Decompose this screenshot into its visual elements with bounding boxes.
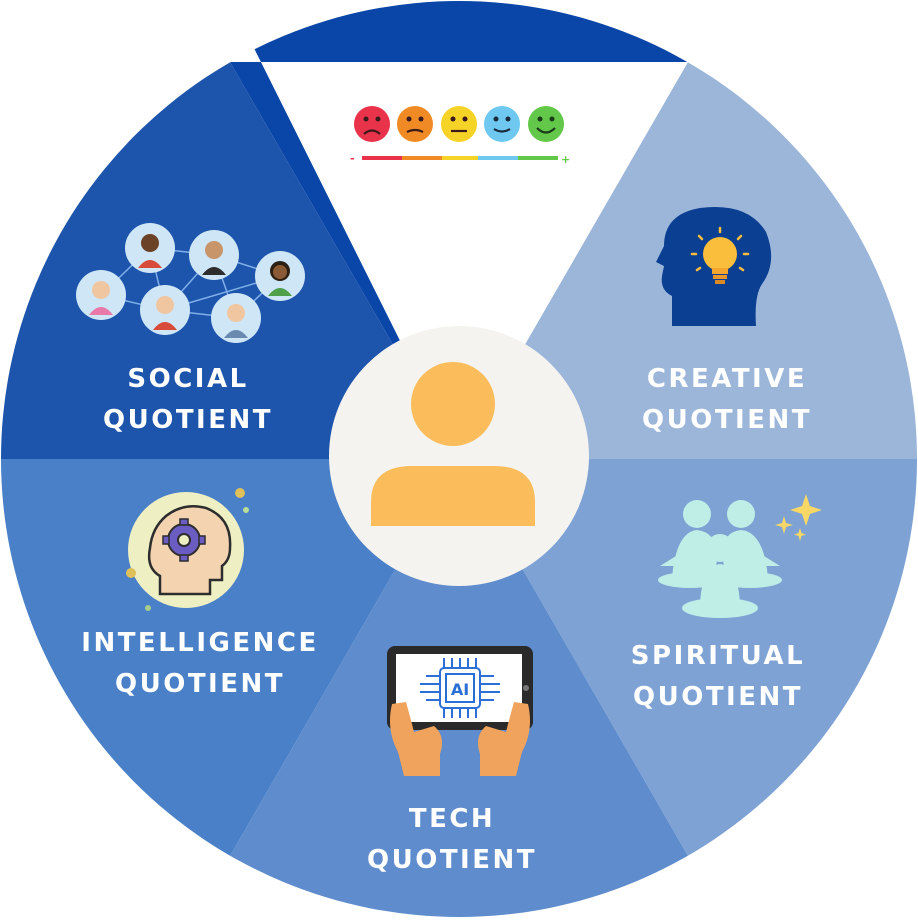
- unhappy-face-icon: [397, 106, 433, 142]
- label-social-title: SOCIAL: [127, 364, 248, 394]
- label-intelligence-subtitle: QUOTIENT: [115, 669, 285, 699]
- scale-plus: +: [561, 153, 573, 166]
- social-network-icon: [76, 223, 305, 343]
- label-spiritual-title: SPIRITUAL: [631, 641, 805, 671]
- segment-emotional: [230, 1, 688, 459]
- avatar: [255, 251, 305, 301]
- label-creative-title: CREATIVE: [647, 364, 807, 394]
- label-spiritual-subtitle: QUOTIENT: [633, 682, 803, 712]
- neutral-face-icon: [441, 106, 477, 142]
- sad-face-icon: [354, 106, 390, 142]
- avatar: [140, 285, 190, 335]
- ai-tablet-icon: AI: [387, 646, 533, 776]
- gear-icon: [162, 518, 206, 562]
- label-tech-title: TECH: [409, 804, 495, 834]
- label-emotional-title: EMOTIONAL: [356, 197, 552, 227]
- avatar: [211, 293, 261, 343]
- label-creative-subtitle: QUOTIENT: [642, 405, 812, 435]
- label-tech-subtitle: QUOTIENT: [367, 845, 537, 875]
- lightbulb-head-icon: [656, 207, 772, 326]
- label-intelligence-title: INTELLIGENCE: [81, 628, 318, 658]
- scale-minus: -: [350, 152, 357, 165]
- content-face-icon: [484, 106, 520, 142]
- meditation-icon: [658, 500, 782, 618]
- emotion-scale-icon: - +: [350, 106, 573, 166]
- label-emotional-subtitle: QUOTIENT: [369, 238, 539, 268]
- ai-chip-label: AI: [451, 680, 469, 699]
- happy-face-icon: [528, 106, 564, 142]
- person-icon: [371, 362, 535, 526]
- avatar: [125, 223, 175, 273]
- gear-head-icon: [126, 488, 249, 611]
- avatar: [189, 230, 239, 280]
- avatar: [76, 270, 126, 320]
- label-social-subtitle: QUOTIENT: [103, 405, 273, 435]
- sparkle-icon: [775, 494, 822, 541]
